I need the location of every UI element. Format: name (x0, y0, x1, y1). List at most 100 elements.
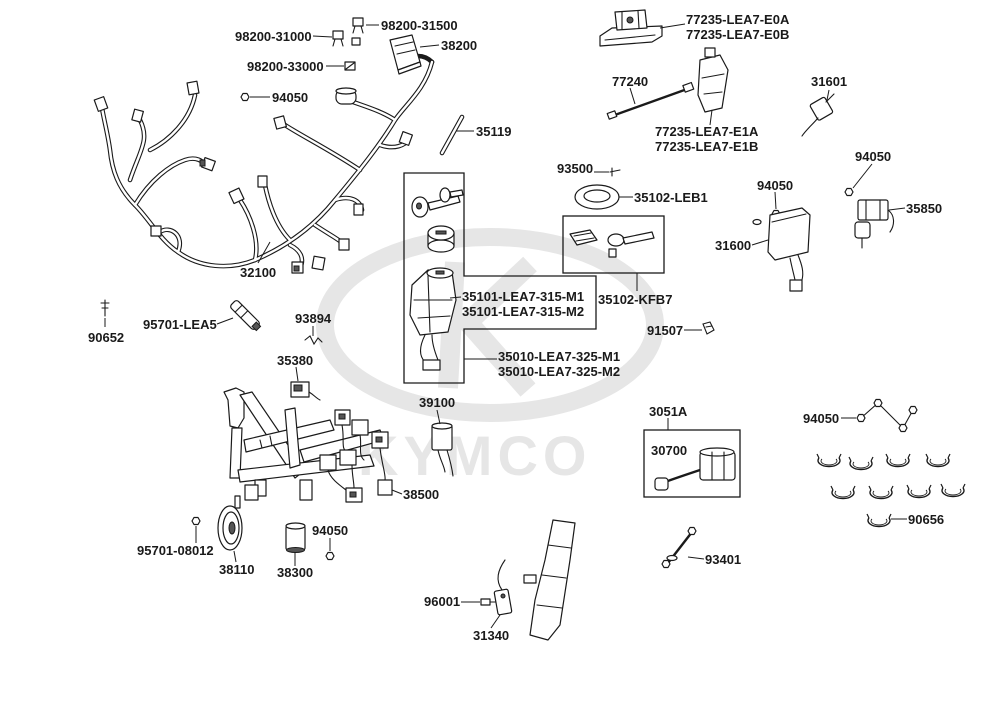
part-number-label: 31600 (715, 238, 751, 253)
leader-line (629, 87, 636, 105)
ignition-coil-box (643, 429, 741, 498)
wire-clip-98200-33000 (344, 61, 356, 71)
part-number-label: 35010-LEA7-325-M1 (498, 349, 620, 364)
leader-line (257, 241, 271, 264)
spring-clip (868, 485, 894, 500)
leader-line (436, 409, 441, 425)
leader-line (751, 239, 769, 246)
part-number-label: 35119 (476, 124, 511, 139)
part-number-label: 3051A (649, 404, 688, 419)
part-number-label: 90652 (88, 330, 124, 345)
part-number-label: 30700 (651, 443, 687, 458)
spring-clip (906, 484, 932, 499)
clip-93894 (304, 335, 323, 346)
leader-line (312, 35, 333, 38)
part-number-label: 35101-LEA7-315-M2 (462, 304, 584, 319)
key-set-box (562, 215, 665, 274)
pin-93500 (609, 167, 621, 177)
part-number-label: 35850 (906, 201, 942, 216)
part-number-label: 38500 (403, 487, 439, 502)
part-number-label: 32100 (240, 265, 276, 280)
part-number-label: 93894 (295, 311, 332, 326)
part-number-label: 94050 (855, 149, 891, 164)
nut-94050 (240, 92, 250, 102)
nut-94050-middle (325, 551, 335, 561)
leader-line (687, 556, 705, 560)
part-number-label: 94050 (757, 178, 793, 193)
key (411, 195, 461, 218)
pin-90652 (100, 299, 110, 317)
part-number-label: 91507 (647, 323, 683, 338)
part-number-label: 31340 (473, 628, 509, 643)
switch-35380 (290, 381, 321, 401)
wire-harness (93, 53, 435, 274)
part-number-label: 95701-08012 (137, 543, 214, 558)
leader-line (449, 296, 462, 299)
wire-clip-98200-31000 (332, 30, 344, 47)
sensor-95701-LEA5 (230, 300, 262, 332)
leader-line (774, 191, 777, 210)
part-number-label: 38300 (277, 565, 313, 580)
relay-39100 (431, 422, 454, 477)
spring-clip (940, 483, 966, 498)
mounting-frame (223, 387, 385, 501)
switch-31601 (801, 93, 835, 137)
part-number-label: 35010-LEA7-325-M2 (498, 364, 620, 379)
part-number-label: 95701-LEA5 (143, 317, 217, 332)
leader-line (490, 614, 501, 629)
wire-with-nuts-94050 (856, 398, 918, 433)
key-set-35102-KFB7 (569, 229, 655, 258)
ring-35102-LEB1 (574, 184, 620, 210)
wire-clip-98200-31500 (351, 17, 364, 46)
harness-connectors (93, 80, 414, 274)
part-number-label: 93500 (557, 161, 593, 176)
part-number-label: 38200 (441, 38, 477, 53)
spring-clip (885, 453, 911, 468)
nut-94050-right-top (844, 187, 854, 197)
seat-latch-77235-LEA7-E1A (697, 47, 729, 113)
part-number-label: 98200-31500 (381, 18, 458, 33)
leader-line (888, 207, 906, 211)
leader-lines (104, 23, 907, 629)
strap-35119 (439, 114, 465, 156)
part-number-label: 77235-LEA7-E0B (686, 27, 789, 42)
part-number-label: 38110 (219, 562, 254, 577)
seat-lock-bracket-77235-LEA7-E0A (599, 9, 663, 47)
horn-38110 (217, 495, 243, 551)
leader-line (852, 163, 873, 189)
spring-clip (830, 485, 856, 500)
ignition-coil-35850 (854, 199, 895, 249)
leader-line (216, 317, 234, 325)
part-number-label: 35102-KFB7 (598, 292, 672, 307)
part-number-label: 94050 (803, 411, 839, 426)
ignition-coil-30700 (654, 447, 736, 491)
cdi-unit-31600 (767, 207, 811, 292)
leader-line (419, 44, 440, 48)
harness-wires (99, 53, 435, 271)
part-number-label: 96001 (424, 594, 460, 609)
part-number-label: 35380 (277, 353, 313, 368)
sensor-31340 (493, 559, 513, 616)
clip-91507 (702, 321, 715, 335)
key-spare (439, 187, 464, 203)
part-number-label: 94050 (312, 523, 348, 538)
damper-38300 (285, 522, 306, 553)
ignition-switch-cylinder (409, 267, 457, 336)
watermark-brand-text: KYMCO (358, 424, 591, 487)
ignition-key-set-box (403, 172, 597, 384)
bolt-93401 (661, 526, 697, 569)
part-number-label: 77235-LEA7-E0A (686, 12, 790, 27)
ignition-switch-wires (419, 334, 441, 371)
bolt-96001 (480, 598, 498, 606)
spring-clip (925, 453, 951, 468)
part-number-label: 35102-LEB1 (634, 190, 708, 205)
part-number-label: 77235-LEA7-E1B (655, 139, 758, 154)
spring-clip (816, 453, 842, 468)
part-number-label: 98200-31000 (235, 29, 312, 44)
brand-watermark: KYMCO (316, 228, 664, 487)
part-number-label: 77235-LEA7-E1A (655, 124, 759, 139)
part-number-label: 93401 (705, 552, 741, 567)
spring-clip (866, 513, 892, 528)
nut-95701-08012 (191, 516, 201, 526)
